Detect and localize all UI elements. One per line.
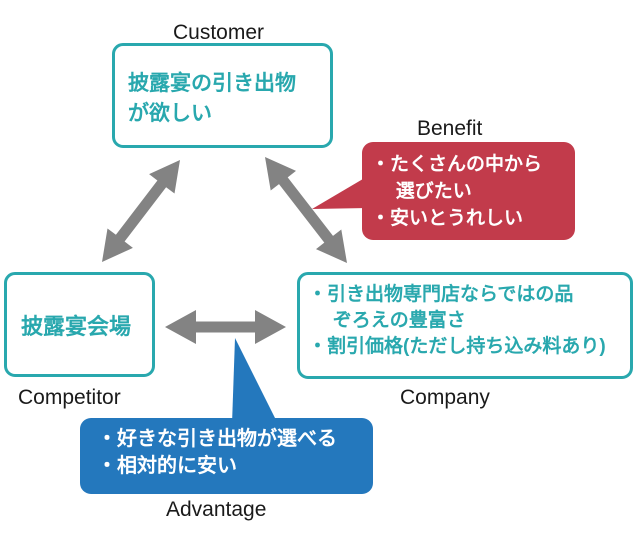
advantage-bullet-2: ・相対的に安い [97, 455, 237, 477]
customer-box-text: が欲しい [128, 102, 212, 125]
competitor-label: Competitor [18, 386, 121, 409]
competitor-company-arrow [165, 310, 286, 344]
competitor-box-text: 披露宴会場 [21, 313, 132, 339]
benefit-callout-tail [312, 176, 368, 209]
company-bullet-2: ・割引価格(ただし持ち込み料あり) [308, 336, 606, 357]
company-label: Company [400, 386, 490, 409]
customer-box: 披露宴の引き出物 が欲しい [112, 43, 333, 148]
benefit-bullet-1-cont: 選びたい [395, 181, 472, 202]
customer-competitor-arrow [102, 160, 180, 262]
advantage-callout-tail [232, 338, 278, 424]
company-bullet-1-cont: ぞろえの豊富さ [332, 310, 466, 331]
advantage-callout: ・好きな引き出物が選べる ・相対的に安い [80, 418, 373, 494]
customer-box-text: 披露宴の引き出物 [128, 72, 296, 95]
competitor-box: 披露宴会場 [4, 272, 155, 377]
benefit-bullet-1: ・たくさんの中から [371, 154, 543, 175]
customer-label: Customer [173, 21, 265, 44]
benefit-callout: ・たくさんの中から 選びたい ・安いとうれしい [362, 142, 575, 240]
company-bullet-1: ・引き出物専門店ならではの品 [308, 284, 574, 305]
benefit-label: Benefit [417, 117, 483, 140]
benefit-bullet-2: ・安いとうれしい [371, 208, 524, 229]
customer-company-arrow [265, 157, 347, 263]
company-box: ・引き出物専門店ならではの品 ぞろえの豊富さ ・割引価格(ただし持ち込み料あり) [297, 272, 633, 379]
advantage-bullet-1: ・好きな引き出物が選べる [97, 428, 337, 450]
advantage-label: Advantage [166, 498, 267, 521]
